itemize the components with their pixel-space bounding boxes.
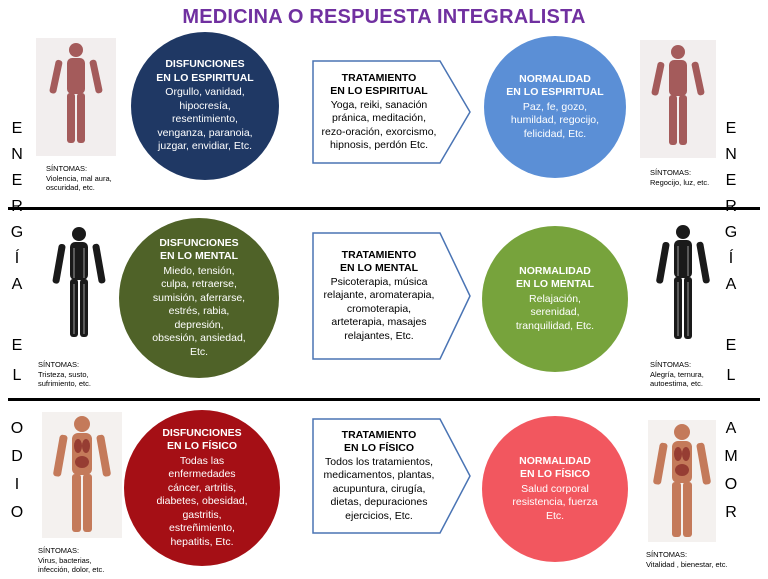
treatment-heading: TRATAMIENTO EN LO ESPIRITUAL (330, 71, 428, 98)
normality-body: Salud corporal resistencia, fuerza Etc. (512, 482, 598, 522)
row-divider (8, 398, 760, 401)
letter: L (12, 367, 22, 384)
treatment-heading: TRATAMIENTO EN LO FÍSICO (341, 428, 417, 455)
letter: A (725, 276, 737, 293)
letter: E (725, 120, 737, 137)
disfunction-circle-mental: DISFUNCIONES EN LO MENTAL Miedo, tensión… (119, 218, 279, 378)
letter: L (726, 367, 736, 384)
treatment-body: Yoga, reiki, sanación pránica, meditació… (321, 98, 437, 152)
letter: M (724, 448, 738, 465)
disfunction-heading: DISFUNCIONES EN LO ESPIRITUAL (156, 58, 254, 84)
human-figure-spiritual-left-icon (36, 38, 116, 156)
treatment-arrow-physical: TRATAMIENTO EN LO FÍSICO Todos los trata… (312, 418, 472, 534)
normality-circle-mental: NORMALIDAD EN LO MENTAL Relajación, sere… (482, 226, 628, 372)
disfunction-heading: DISFUNCIONES EN LO FÍSICO (162, 426, 242, 453)
disfunction-heading: DISFUNCIONES EN LO MENTAL (159, 236, 239, 263)
human-figure-spiritual-right-icon (640, 40, 716, 158)
treatment-body: Psicoterapia, música relajante, aromater… (323, 275, 435, 342)
symptoms-text: SÍNTOMAS: Virus, bacterias, infección, d… (38, 546, 105, 574)
human-figure-physical-left-icon (42, 412, 122, 538)
treatment-body: Todos los tratamientos, medicamentos, pl… (323, 455, 435, 522)
letter: R (6, 198, 28, 216)
disfunction-circle-physical: DISFUNCIONES EN LO FÍSICO Todas las enfe… (124, 410, 280, 566)
letter: A (725, 420, 737, 437)
symptoms-text: SÍNTOMAS: Regocijo, luz, etc. (650, 168, 710, 187)
treatment-heading: TRATAMIENTO EN LO MENTAL (340, 248, 418, 275)
letter: E (11, 172, 23, 189)
letter: E (725, 172, 737, 189)
normality-circle-spiritual: NORMALIDAD EN LO ESPIRITUAL Paz, fe, goz… (484, 36, 626, 178)
letter: Í (14, 250, 20, 267)
letter: G (10, 224, 24, 241)
letter: E (725, 337, 737, 354)
normality-heading: NORMALIDAD EN LO ESPIRITUAL (506, 72, 604, 99)
normality-body: Relajación, serenidad, tranquilidad, Etc… (515, 292, 595, 332)
human-figure-physical-right-icon (648, 420, 716, 542)
letter: R (720, 198, 742, 216)
letter: E (11, 337, 23, 354)
page-title: MEDICINA O RESPUESTA INTEGRALISTA (182, 6, 586, 28)
disfunction-body: Orgullo, vanidad, hipocresía, resentimie… (157, 86, 253, 153)
letter: A (11, 276, 23, 293)
left-vertical-word: E N E R G Í A E L O D I O (6, 112, 28, 532)
letter: O (10, 420, 24, 437)
letter: N (725, 146, 737, 163)
disfunction-body: Miedo, tensión, culpa, retraerse, sumisi… (152, 264, 246, 358)
treatment-arrow-spiritual: TRATAMIENTO EN LO ESPIRITUAL Yoga, reiki… (312, 60, 472, 164)
symptoms-text: SÍNTOMAS: Alegría, ternura, autoestima, … (650, 360, 704, 388)
letter: O (10, 504, 24, 521)
normality-heading: NORMALIDAD EN LO MENTAL (516, 264, 594, 291)
symptoms-text: SÍNTOMAS: Violencia, mal aura, oscuridad… (46, 164, 112, 192)
symptoms-text: SÍNTOMAS: Tristeza, susto, sufrimiento, … (38, 360, 91, 388)
letter: E (11, 120, 23, 137)
symptoms-text: SÍNTOMAS: Vitalidad , bienestar, etc. (646, 550, 728, 569)
normality-body: Paz, fe, gozo, humildad, regocijo, felic… (510, 100, 600, 140)
human-figure-mental-right-icon (650, 222, 716, 344)
right-vertical-word: E N E R G Í A E L A M O R (720, 112, 742, 532)
letter: G (724, 224, 738, 241)
row-divider (8, 207, 760, 210)
normality-heading: NORMALIDAD EN LO FÍSICO (519, 454, 591, 481)
treatment-arrow-mental: TRATAMIENTO EN LO MENTAL Psicoterapia, m… (312, 232, 472, 360)
letter: N (11, 146, 23, 163)
normality-circle-physical: NORMALIDAD EN LO FÍSICO Salud corporal r… (482, 416, 628, 562)
letter: I (14, 476, 20, 493)
disfunction-body: Todas las enfermedades cáncer, artritis,… (156, 454, 248, 548)
letter: Í (728, 250, 734, 267)
human-figure-mental-left-icon (44, 224, 114, 342)
disfunction-circle-spiritual: DISFUNCIONES EN LO ESPIRITUAL Orgullo, v… (131, 32, 279, 180)
letter: O (724, 476, 738, 493)
letter: R (725, 504, 737, 521)
letter: D (11, 448, 23, 465)
